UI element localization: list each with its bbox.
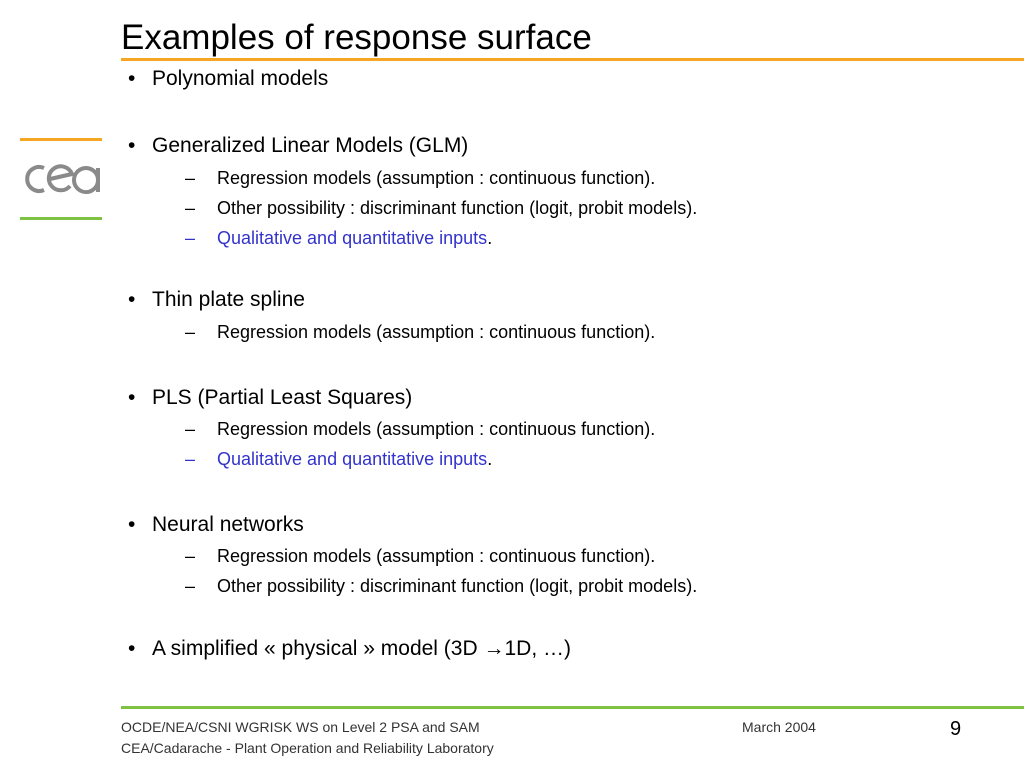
- logo-bottom-bar: [20, 217, 102, 220]
- page-number: 9: [950, 718, 962, 740]
- footer-line-1: OCDE/NEA/CSNI WGRISK WS on Level 2 PSA a…: [121, 719, 480, 735]
- slide-body: •Polynomial models •Generalized Linear M…: [128, 67, 698, 660]
- page-title: Examples of response surface: [121, 18, 592, 57]
- footer-date: March 2004: [742, 719, 816, 735]
- bullet-item: •Neural networks: [128, 513, 304, 536]
- sub-item: –Regression models (assumption : continu…: [185, 168, 656, 188]
- bullet-item: •Polynomial models: [128, 67, 329, 90]
- cea-logo: [20, 138, 102, 222]
- bullet-item: •Thin plate spline: [128, 288, 305, 311]
- cea-logo-icon: [25, 164, 100, 195]
- sub-item: –Regression models (assumption : continu…: [185, 546, 656, 566]
- bullet-item: •Generalized Linear Models (GLM): [128, 134, 469, 157]
- logo-top-bar: [20, 138, 102, 141]
- sub-item: –Other possibility : discriminant functi…: [185, 576, 698, 596]
- bullet-item: •PLS (Partial Least Squares): [128, 386, 413, 409]
- sub-item-highlight: –Qualitative and quantitative inputs.: [185, 228, 493, 248]
- sub-item: –Regression models (assumption : continu…: [185, 322, 656, 342]
- bullet-item: •A simplified « physical » model (3D →1D…: [128, 637, 571, 660]
- sub-item-highlight: –Qualitative and quantitative inputs.: [185, 449, 493, 469]
- footer-line-2: CEA/Cadarache - Plant Operation and Reli…: [121, 740, 494, 756]
- sub-item: –Other possibility : discriminant functi…: [185, 198, 698, 218]
- title-divider: [121, 58, 1024, 61]
- footer-divider: [121, 706, 1024, 709]
- sub-item: –Regression models (assumption : continu…: [185, 419, 656, 439]
